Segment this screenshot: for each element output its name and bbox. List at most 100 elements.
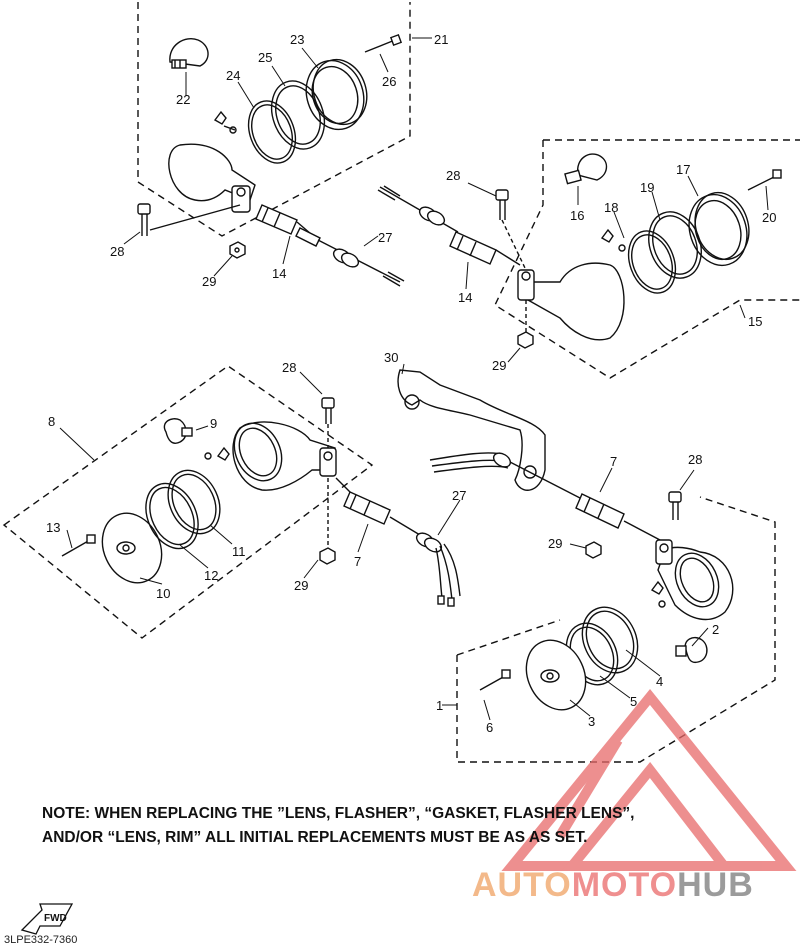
- nut-29c: [319, 478, 336, 565]
- part-label-9: 9: [210, 416, 217, 431]
- bolt-28a: [137, 203, 151, 236]
- bracket-30: [397, 369, 546, 491]
- brand-moto: MOTO: [571, 866, 678, 904]
- part-label-13: 13: [46, 520, 60, 535]
- part-label-11: 11: [232, 544, 246, 559]
- part-label-28d: 28: [688, 452, 702, 467]
- part-label-28c: 28: [282, 360, 296, 375]
- part-label-24: 24: [226, 68, 240, 83]
- drawing-code: 3LPE332-7360: [4, 934, 78, 946]
- nut-29a: [229, 241, 246, 259]
- lens-rim-19: [648, 211, 702, 279]
- replacement-note: NOTE: WHEN REPLACING THE ”LENS, FLASHER”…: [42, 802, 762, 850]
- part-label-28a: 28: [110, 244, 124, 259]
- lens-3: [525, 639, 587, 711]
- part-label-5: 5: [630, 694, 637, 709]
- part-label-4: 4: [656, 674, 663, 689]
- part-labels: 1 2 3 4 5 6 7 7 8 9 10 11 12 13 14 14 15…: [46, 32, 776, 735]
- bulb-16: [564, 153, 608, 185]
- stem-7a: [335, 477, 421, 536]
- screw-13: [61, 534, 96, 557]
- harness-wires: [429, 452, 581, 499]
- stem-14a: [255, 204, 321, 247]
- nut-29d: [585, 541, 602, 559]
- part-label-18: 18: [604, 200, 618, 215]
- part-label-27a: 27: [378, 230, 392, 245]
- flasher-lens-17: [688, 191, 750, 267]
- note-line-2: AND/OR “LENS, RIM” ALL INITIAL REPLACEME…: [42, 829, 588, 846]
- part-label-25: 25: [258, 50, 272, 65]
- leader-lines: [59, 37, 769, 721]
- bolt-28c: [321, 397, 335, 448]
- part-label-17: 17: [676, 162, 690, 177]
- fwd-label: FWD: [44, 913, 67, 924]
- part-label-10: 10: [156, 586, 170, 601]
- brand-hub: HUB: [677, 866, 754, 904]
- flasher-lens-23: [305, 58, 368, 131]
- grommet-27c: [415, 532, 461, 607]
- stem-14b: [449, 231, 521, 266]
- part-label-12: 12: [204, 568, 218, 583]
- part-label-19: 19: [640, 180, 654, 195]
- part-label-29a: 29: [202, 274, 216, 289]
- clip-small: [213, 110, 237, 134]
- part-label-26: 26: [382, 74, 396, 89]
- part-label-16: 16: [570, 208, 584, 223]
- part-label-30: 30: [384, 350, 398, 365]
- part-label-1: 1: [436, 698, 443, 713]
- part-label-7a: 7: [354, 554, 361, 569]
- part-label-22: 22: [176, 92, 190, 107]
- gasket-24: [247, 100, 297, 164]
- part-label-6: 6: [486, 720, 493, 735]
- note-line-1: NOTE: WHEN REPLACING THE ”LENS, FLASHER”…: [42, 805, 635, 822]
- bulb-22: [169, 38, 209, 69]
- brand-auto: AUTO: [472, 866, 572, 904]
- gasket-12: [145, 482, 199, 550]
- gasket-18: [627, 230, 677, 294]
- nut-29b: [517, 300, 534, 349]
- flasher-body-left-top: [168, 143, 256, 213]
- part-label-23: 23: [290, 32, 304, 47]
- screw-6: [479, 669, 511, 691]
- assembly-outline-15: [494, 139, 800, 379]
- bolt-28b: [495, 189, 526, 269]
- bulb-2: [675, 636, 708, 664]
- part-label-29b: 29: [492, 358, 506, 373]
- part-label-3: 3: [588, 714, 595, 729]
- lens-rim-11: [167, 469, 221, 535]
- screw-20: [747, 169, 782, 191]
- part-label-29d: 29: [548, 536, 562, 551]
- lens-rim-4: [581, 606, 639, 674]
- part-label-20: 20: [762, 210, 776, 225]
- bulb-9: [163, 418, 193, 444]
- clip-left: [204, 446, 230, 461]
- part-label-28b: 28: [446, 168, 460, 183]
- part-label-29c: 29: [294, 578, 308, 593]
- part-label-14b: 14: [458, 290, 472, 305]
- assembly-outline-1: [456, 496, 776, 763]
- stem-7b: [575, 493, 661, 541]
- fwd-arrow-icon: FWD: [20, 903, 74, 935]
- screw-26: [364, 33, 403, 53]
- flasher-body-right: [655, 539, 734, 621]
- assembly-outline-21: [137, 2, 411, 237]
- watermark-logo-icon: [501, 689, 797, 871]
- grommet-27a: [317, 239, 405, 287]
- part-label-21: 21: [434, 32, 448, 47]
- bolt-28d: [668, 491, 682, 520]
- part-label-8: 8: [48, 414, 55, 429]
- assembly-outline-8: [2, 365, 374, 639]
- flasher-body-right-top: [517, 262, 625, 341]
- part-label-15: 15: [748, 314, 762, 329]
- clip-small-right: [600, 228, 626, 252]
- part-label-7b: 7: [610, 454, 617, 469]
- part-label-14a: 14: [272, 266, 286, 281]
- lens-10: [101, 512, 163, 584]
- clip-right: [650, 580, 666, 608]
- watermark-brand: AUTOMOTOHUB: [472, 866, 754, 904]
- grommet-27b: [377, 185, 459, 233]
- part-label-2: 2: [712, 622, 719, 637]
- flasher-body-left: [232, 421, 337, 491]
- part-label-27b: 27: [452, 488, 466, 503]
